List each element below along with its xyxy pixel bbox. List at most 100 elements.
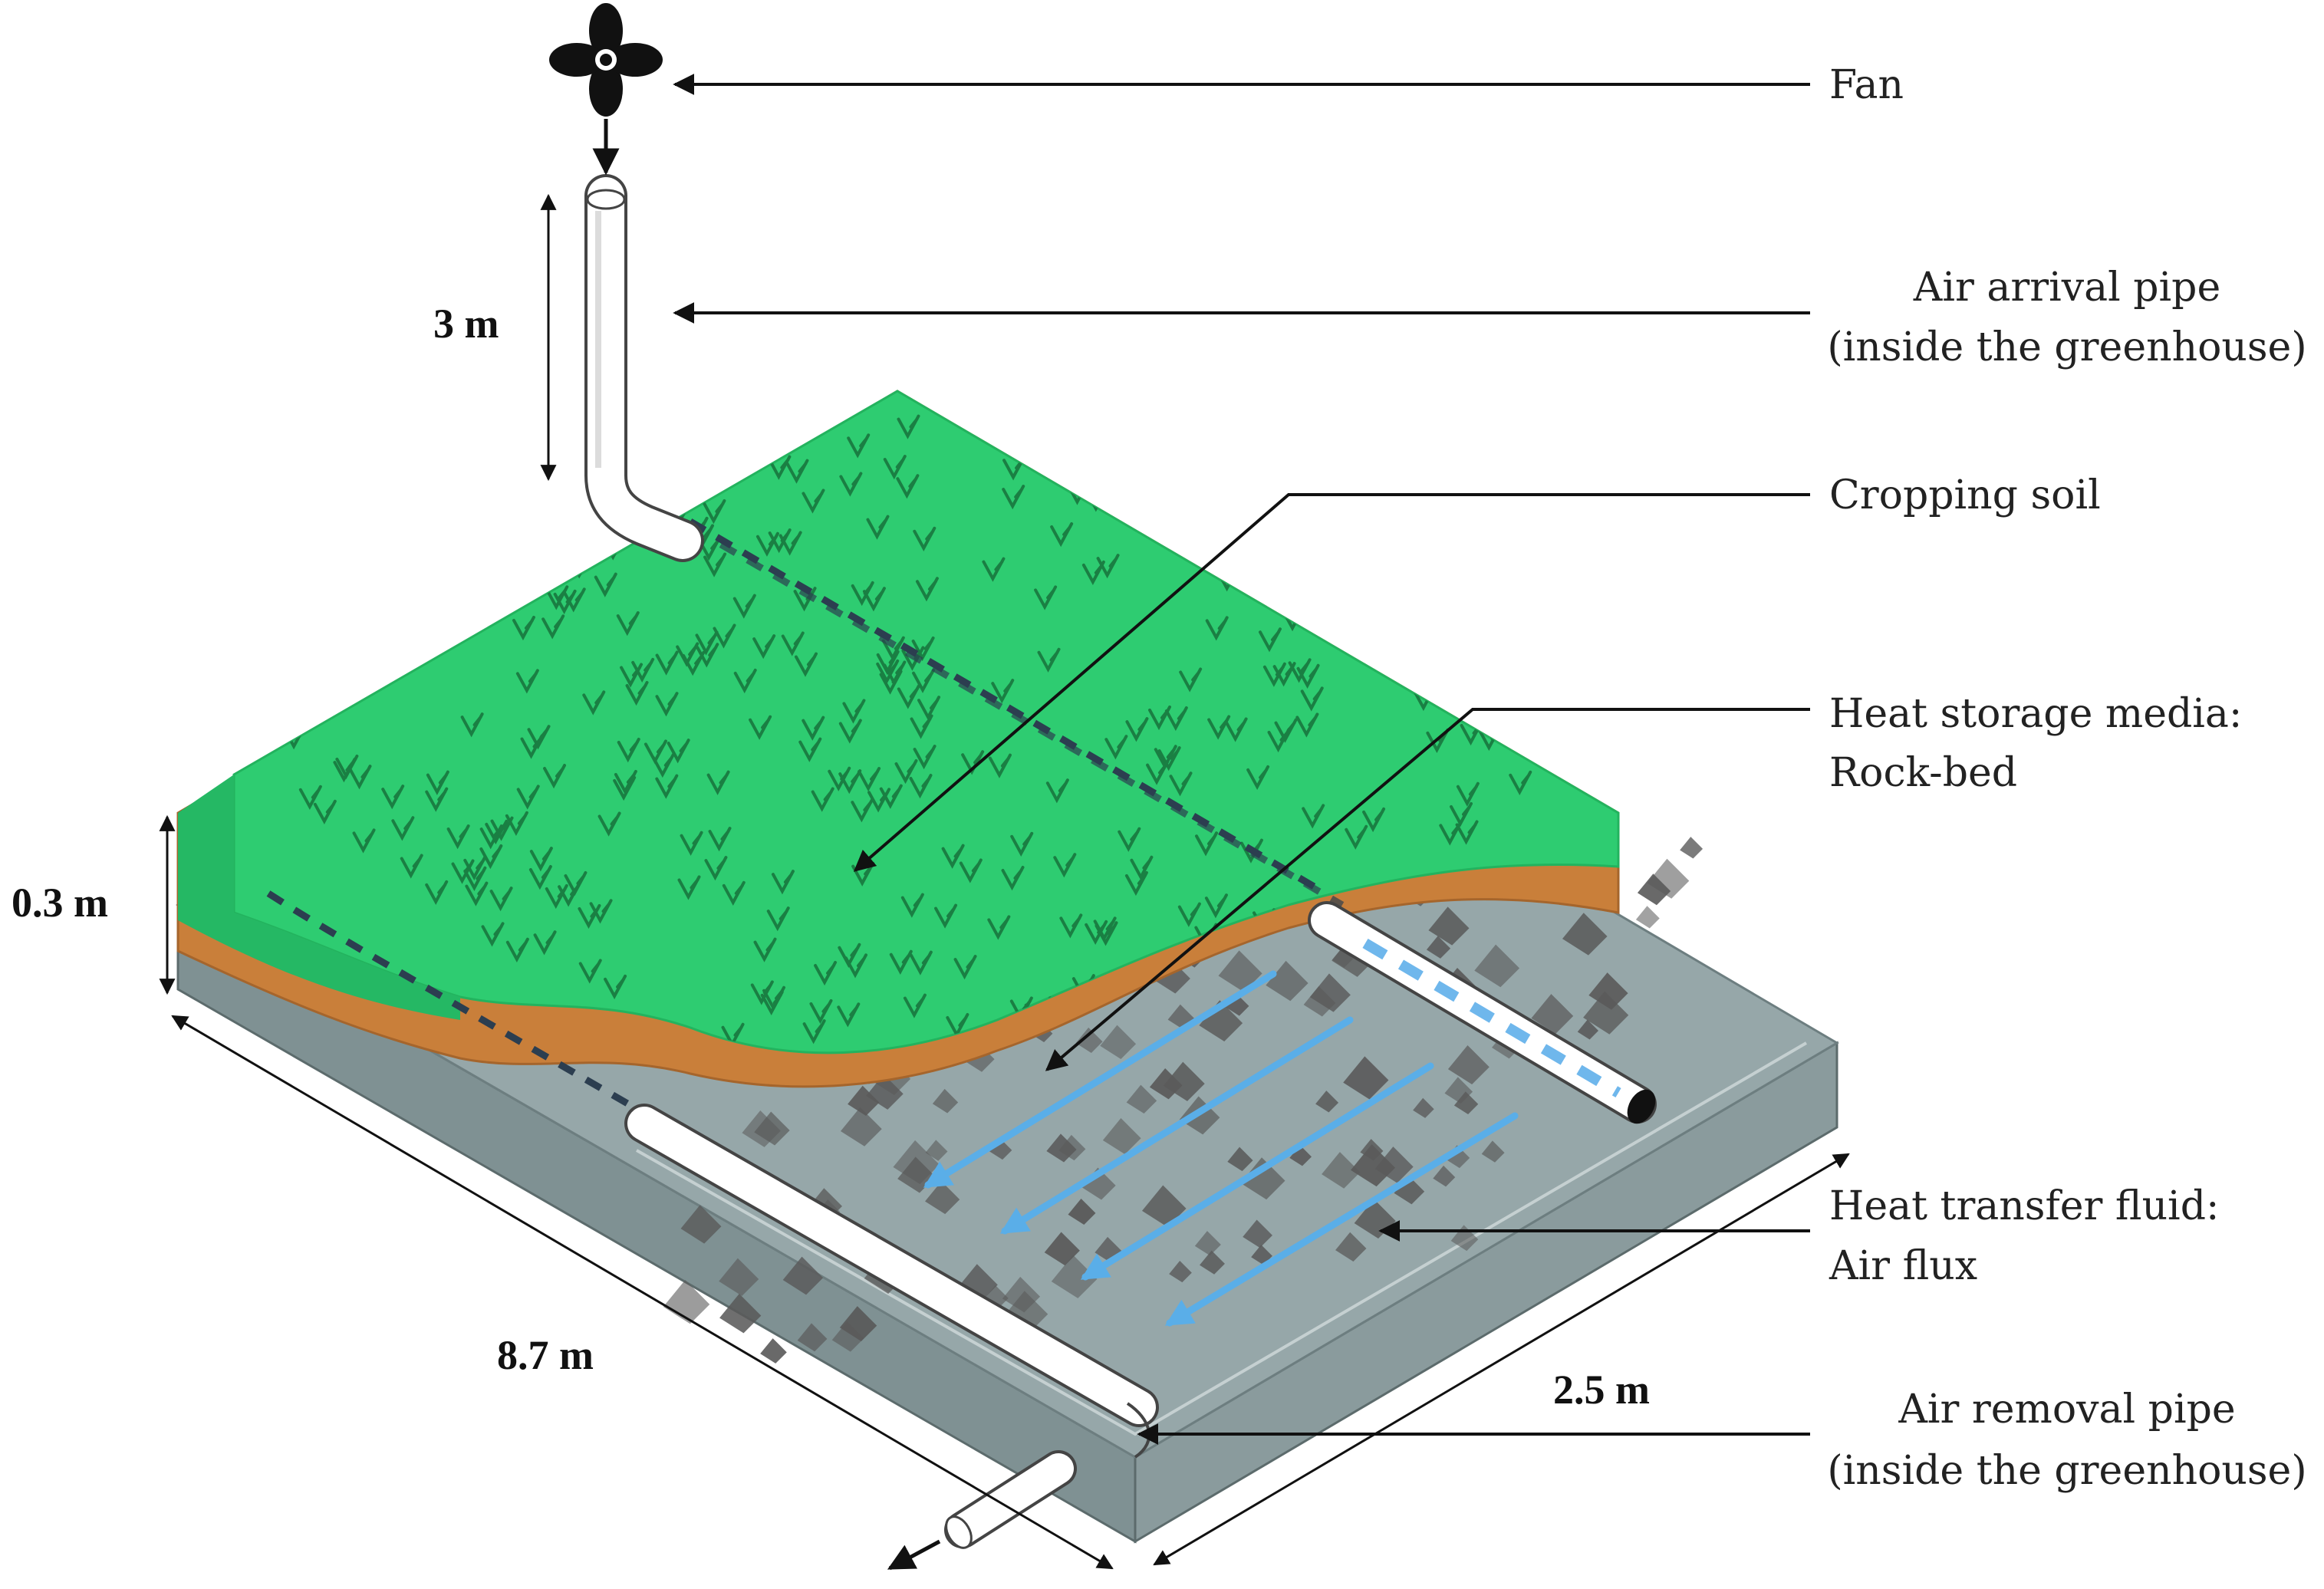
grass-tuft bbox=[771, 870, 795, 895]
grass-tuft bbox=[510, 547, 534, 572]
grass-tuft bbox=[917, 696, 941, 721]
grass-tuft bbox=[479, 587, 503, 612]
grass-tuft bbox=[1037, 647, 1061, 673]
grass-tuft bbox=[1157, 746, 1181, 771]
rock bbox=[1637, 873, 1671, 906]
grass-tuft bbox=[1118, 827, 1141, 852]
grass-tuft bbox=[1045, 778, 1069, 804]
heat-storage-label-line1: Heat storage media: bbox=[1829, 691, 2242, 737]
grass-tuft bbox=[732, 594, 756, 619]
grass-tuft bbox=[348, 765, 372, 790]
cropping-soil-label: Cropping soil bbox=[1829, 472, 2101, 518]
grass-tuft bbox=[798, 737, 822, 762]
grass-tuft bbox=[644, 739, 667, 765]
grass-tuft bbox=[896, 474, 920, 499]
grass-tuft bbox=[1253, 578, 1276, 604]
rock bbox=[1583, 991, 1629, 1035]
grass-tuft bbox=[578, 959, 602, 984]
grass-tuft bbox=[465, 881, 489, 906]
grass-tuft bbox=[1164, 706, 1188, 732]
grass-tuft bbox=[876, 659, 900, 685]
grass-tuft bbox=[1258, 627, 1282, 653]
rock bbox=[760, 1338, 787, 1364]
heat-transfer-label-line2: Air flux bbox=[1829, 1243, 1977, 1289]
grass-tuft bbox=[562, 587, 586, 613]
grass-tuft bbox=[909, 950, 933, 975]
width-dimension bbox=[1153, 1153, 1850, 1566]
grass-tuft bbox=[959, 858, 983, 883]
grass-tuft bbox=[909, 774, 933, 799]
grass-tuft bbox=[1207, 715, 1231, 740]
rock bbox=[1309, 973, 1351, 1012]
grass-tuft bbox=[1345, 824, 1368, 850]
grass-tuft bbox=[425, 787, 449, 812]
grass-tuft bbox=[982, 557, 1006, 582]
grass-tuft bbox=[631, 657, 655, 683]
grass-tuft bbox=[1148, 705, 1171, 731]
rock bbox=[1149, 1068, 1183, 1100]
grass-tuft bbox=[582, 690, 606, 716]
rock bbox=[1332, 947, 1354, 968]
grass-tuft bbox=[1509, 770, 1532, 795]
grass-tuft bbox=[814, 960, 838, 986]
grass-tuft bbox=[883, 455, 907, 480]
grass-tuft bbox=[802, 716, 825, 741]
grass-tuft bbox=[704, 856, 728, 881]
grass-tuft bbox=[625, 680, 649, 706]
rock bbox=[1315, 1091, 1339, 1113]
rock bbox=[1474, 944, 1520, 988]
grass-tuft bbox=[713, 623, 736, 649]
grass-tuft bbox=[651, 752, 675, 778]
grass-tuft bbox=[545, 883, 568, 910]
grass-tuft bbox=[1302, 804, 1325, 829]
grass-tuft bbox=[299, 663, 323, 688]
grass-tuft bbox=[489, 887, 513, 912]
grass-tuft bbox=[779, 531, 802, 556]
grass-tuft bbox=[912, 668, 936, 693]
grass-tuft bbox=[333, 758, 357, 783]
cropping-soil-leader bbox=[853, 493, 1810, 872]
grass-tuft bbox=[867, 788, 891, 813]
heat-storage-leader bbox=[1045, 708, 1810, 1071]
grass-tuft bbox=[1195, 831, 1219, 857]
grass-tuft bbox=[1456, 781, 1480, 807]
rock bbox=[1199, 1000, 1243, 1041]
grass-tuft bbox=[418, 612, 442, 637]
grass-tuft bbox=[505, 937, 529, 962]
grass-tuft bbox=[1124, 870, 1148, 896]
grass-tuft bbox=[1010, 831, 1034, 857]
grass-tuft bbox=[677, 875, 701, 900]
grass-tuft bbox=[337, 679, 361, 705]
grass-tuft bbox=[811, 787, 834, 812]
grass-tuft bbox=[545, 585, 569, 610]
grass-tuft bbox=[655, 692, 679, 717]
pipe-height-label: 3 m bbox=[433, 301, 499, 347]
grass-tuft bbox=[281, 680, 305, 706]
grass-tuft bbox=[749, 715, 772, 740]
grass-tuft bbox=[1034, 585, 1058, 610]
rock bbox=[1428, 906, 1470, 946]
grass-tuft bbox=[680, 831, 703, 856]
grass-tuft bbox=[941, 844, 965, 869]
rock bbox=[1266, 960, 1308, 1002]
grass-tuft bbox=[894, 758, 918, 785]
grass-tuft bbox=[696, 643, 719, 668]
rock bbox=[1226, 994, 1249, 1016]
grass-tuft bbox=[1300, 686, 1324, 712]
air-distribution-pipe bbox=[1308, 901, 1657, 1124]
grass-tuft bbox=[543, 764, 567, 789]
grass-tuft bbox=[616, 611, 640, 637]
heat-storage-label-line2: Rock-bed bbox=[1829, 750, 2017, 796]
grass-tuft bbox=[352, 828, 376, 854]
fan-icon bbox=[549, 3, 663, 117]
grass-tuft bbox=[1001, 866, 1025, 891]
grass-tuft bbox=[1224, 717, 1248, 742]
grass-tuft bbox=[381, 785, 405, 810]
grass-tuft bbox=[1267, 727, 1291, 753]
grass-tuft bbox=[463, 866, 487, 891]
grass-tuft bbox=[810, 401, 834, 426]
air-arrival-label-line1: Air arrival pipe bbox=[1913, 265, 2220, 311]
grass-tuft bbox=[706, 770, 730, 795]
air-arrival-pipe bbox=[584, 174, 704, 562]
grass-tuft bbox=[987, 915, 1011, 940]
